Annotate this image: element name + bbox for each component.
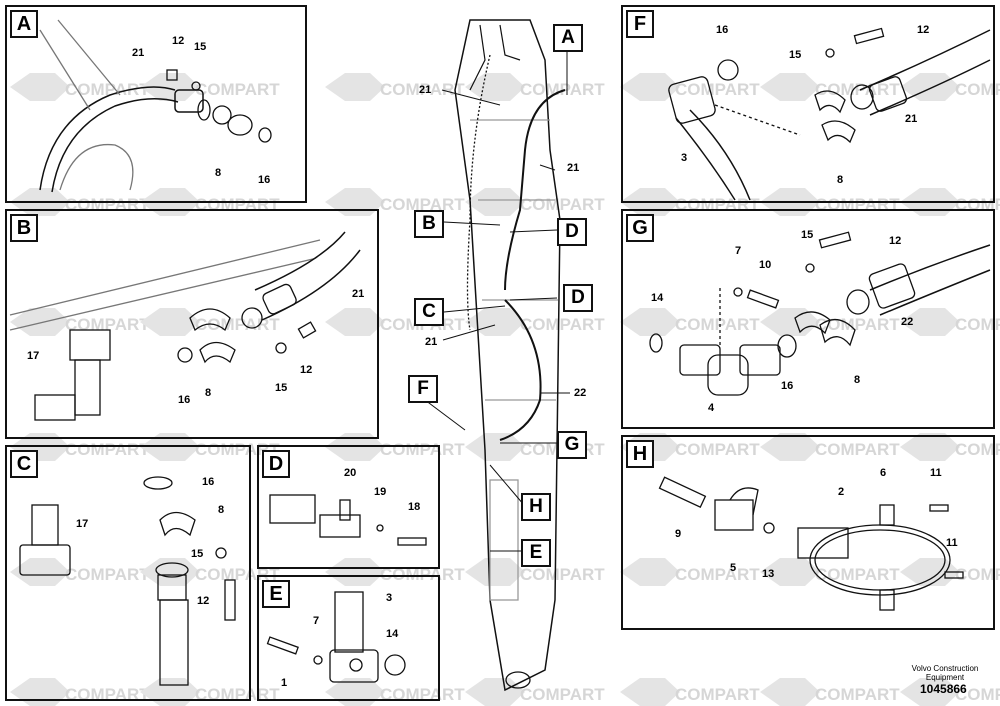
- callout-number: 15: [191, 548, 204, 560]
- callout-letter-g[interactable]: G: [557, 431, 587, 459]
- panel-g-drawing: [649, 231, 991, 396]
- callout-number: 21: [352, 288, 365, 300]
- detail-panel-f: F: [621, 5, 995, 203]
- main-view-number: 21: [567, 162, 580, 174]
- panel-label: A: [10, 10, 38, 38]
- callout-number: 5: [730, 562, 737, 574]
- panel-label: D: [262, 450, 290, 478]
- footer-brand: Volvo Construction Equipment: [905, 664, 985, 682]
- detail-panel-a: A: [5, 5, 307, 203]
- callout-number: 16: [178, 394, 191, 406]
- callout-number: 10: [759, 259, 772, 271]
- callout-number: 12: [197, 595, 210, 607]
- callout-number: 8: [854, 374, 861, 386]
- detail-panel-e: E: [257, 575, 440, 701]
- callout-number: 7: [313, 615, 320, 627]
- panel-label: B: [10, 214, 38, 242]
- callout-number: 14: [386, 628, 399, 640]
- callout-number: 11: [930, 467, 942, 479]
- callout-number: 17: [27, 350, 40, 362]
- callout-number: 6: [880, 467, 887, 479]
- footer-brand-line1: Volvo Construction: [911, 664, 979, 673]
- callout-number: 18: [408, 501, 421, 513]
- callout-number: 15: [801, 229, 814, 241]
- callout-number: 12: [172, 35, 185, 47]
- callout-number: 7: [735, 245, 742, 257]
- callout-number: 14: [651, 292, 664, 304]
- callout-number: 19: [374, 486, 387, 498]
- callout-letter-b[interactable]: B: [414, 210, 444, 238]
- callout-letter-f[interactable]: F: [408, 375, 438, 403]
- detail-panel-d: D: [257, 445, 440, 569]
- main-view-number: 21: [425, 336, 438, 348]
- main-view-number: 22: [574, 387, 587, 399]
- callout-letter-d[interactable]: D: [557, 218, 587, 246]
- leader-lines: [424, 50, 570, 552]
- detail-panel-b: B: [5, 209, 379, 439]
- document-number: 1045866: [920, 682, 967, 696]
- callout-number: 4: [708, 402, 715, 414]
- callout-number: 8: [837, 174, 844, 186]
- callout-number: 16: [258, 174, 271, 186]
- callout-number: 3: [386, 592, 393, 604]
- panel-h-drawing: [658, 476, 964, 611]
- detail-panel-c: C: [5, 445, 251, 701]
- callout-number: 15: [275, 382, 288, 394]
- callout-number: 8: [218, 504, 225, 516]
- callout-number: 16: [202, 476, 215, 488]
- footer-brand-line2: Equipment: [925, 673, 965, 682]
- detail-panel-g: G: [621, 209, 995, 429]
- callout-number: 2: [838, 486, 845, 498]
- callout-letter-d[interactable]: D: [563, 284, 593, 312]
- callout-number: 15: [789, 49, 802, 61]
- callout-number: 20: [344, 467, 357, 479]
- callout-letter-h[interactable]: H: [521, 493, 551, 521]
- callout-letter-c[interactable]: C: [414, 298, 444, 326]
- panel-label: H: [626, 440, 654, 468]
- callout-number: 1: [281, 677, 288, 689]
- panel-label: F: [626, 10, 654, 38]
- callout-number: 15: [194, 41, 207, 53]
- callout-number: 16: [781, 380, 794, 392]
- callout-number: 21: [905, 113, 918, 125]
- detail-panel-h: H: [621, 435, 995, 630]
- callout-letter-e[interactable]: E: [521, 539, 551, 567]
- callout-number: 16: [716, 24, 729, 36]
- callout-number: 21: [132, 47, 145, 59]
- panel-c-drawing: [19, 476, 236, 686]
- panel-e-drawing: [266, 591, 406, 683]
- main-boom-drawing: [454, 19, 566, 692]
- callout-number: 12: [889, 235, 902, 247]
- panel-a-drawing: [39, 19, 272, 193]
- callout-number: 12: [300, 364, 313, 376]
- panel-label: C: [10, 450, 38, 478]
- callout-number: 8: [205, 387, 212, 399]
- callout-number: 12: [917, 24, 930, 36]
- callout-number: 9: [675, 528, 682, 540]
- callout-number: 11: [946, 537, 958, 549]
- callout-letter-a[interactable]: A: [553, 24, 583, 52]
- panel-f-drawing: [668, 27, 991, 201]
- callout-number: 13: [762, 568, 775, 580]
- panel-label: G: [626, 214, 654, 242]
- panel-label: E: [262, 580, 290, 608]
- panel-d-drawing: [269, 494, 427, 546]
- callout-number: 17: [76, 518, 89, 530]
- callout-number: 3: [681, 152, 688, 164]
- callout-number: 22: [901, 316, 914, 328]
- main-view-number: 21: [419, 84, 432, 96]
- callout-number: 8: [215, 167, 222, 179]
- panel-b-drawing: [9, 231, 361, 421]
